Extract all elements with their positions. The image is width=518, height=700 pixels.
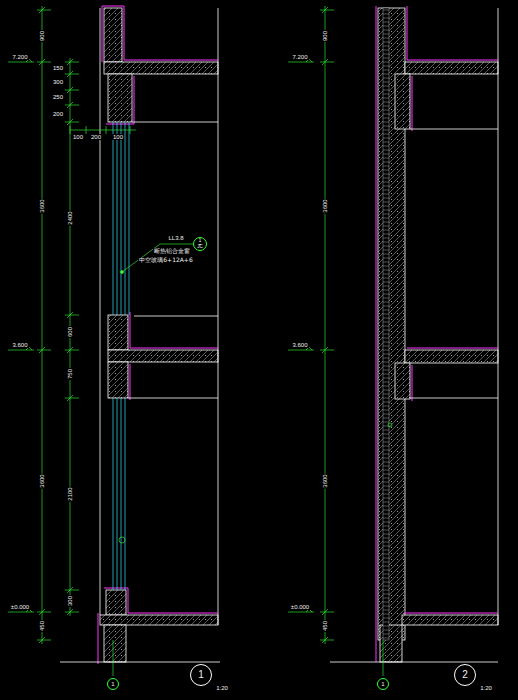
- bubble-text: 1: [111, 681, 114, 687]
- annotation-text: 3.600: [11, 342, 28, 348]
- dimension-text: 3600: [322, 473, 328, 488]
- annotation-text: 1:20: [479, 685, 493, 691]
- annotation-text: LL3.8: [167, 235, 184, 241]
- wall-lines: [60, 8, 498, 662]
- annotation-text: 7.200: [291, 54, 308, 60]
- bubble-text: 1: [381, 681, 384, 687]
- annotation-text: 300: [52, 79, 64, 85]
- annotation-text: 250: [52, 94, 64, 100]
- annotation-text: ±0.000: [290, 604, 310, 610]
- axis-bubble: 1: [377, 678, 389, 690]
- annotation-text: 中空玻璃6+12A+6: [138, 257, 193, 263]
- bubble-text: 2: [462, 670, 468, 680]
- annotation-text: ±0.000: [10, 604, 30, 610]
- dimension-text: 2100: [67, 486, 73, 501]
- annotation-text: 断热铝合金窗: [153, 248, 191, 254]
- annotation-text: 150: [52, 65, 64, 71]
- axis-and-leaders: [70, 126, 392, 676]
- concrete-members: [100, 8, 498, 662]
- detail-title-bubble: 1: [190, 664, 212, 686]
- dimension-text: 2400: [67, 210, 73, 225]
- annotation-text: 100: [112, 134, 124, 140]
- annotation-text: 100: [72, 134, 84, 140]
- dimension-text: 600: [67, 326, 73, 338]
- axis-bubble: 1: [107, 678, 119, 690]
- glazing: [113, 122, 129, 590]
- bubble-text: JC: [197, 245, 203, 250]
- annotation-text: 200: [52, 111, 64, 117]
- dimension-text: 3600: [39, 473, 45, 488]
- annotation-text: 7.200: [11, 54, 28, 60]
- dimension-text: 3600: [39, 198, 45, 213]
- dimension-text: 3600: [322, 198, 328, 213]
- dimension-text: 450: [39, 620, 45, 632]
- dimension-text: 750: [67, 368, 73, 380]
- detail-callout: 1JC: [193, 237, 207, 251]
- dimension-lines: [8, 6, 334, 644]
- bubble-text: 1: [198, 670, 204, 680]
- dimension-text: 300: [67, 595, 73, 607]
- dimension-text: 450: [322, 620, 328, 632]
- finish-lines: [98, 6, 498, 664]
- dimension-text: 900: [39, 30, 45, 42]
- annotation-text: 1:20: [215, 685, 229, 691]
- annotation-text: 200: [90, 134, 102, 140]
- detail-title-bubble: 2: [454, 664, 476, 686]
- annotation-text: 3.600: [291, 342, 308, 348]
- dimension-text: 900: [322, 30, 328, 42]
